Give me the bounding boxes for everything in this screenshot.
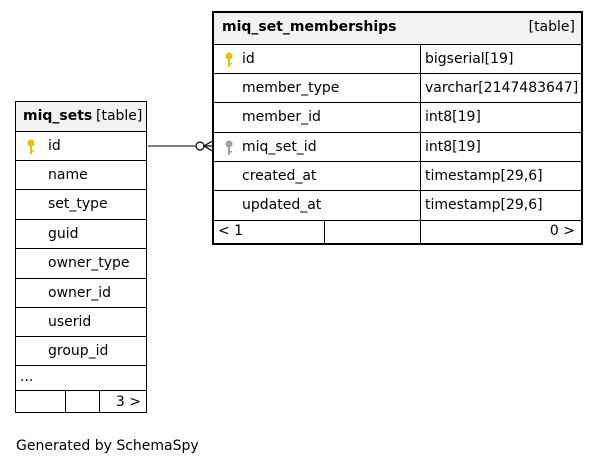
table-header: miq_sets [table] — [16, 102, 146, 131]
column-name: member_id — [242, 109, 321, 125]
column-row: member_id int8[19] — [214, 102, 581, 132]
column-name: created_at — [242, 168, 317, 184]
primary-key-icon — [26, 139, 36, 155]
column-type: timestamp[29,6] — [425, 168, 543, 184]
column-divider — [420, 133, 421, 161]
column-name: miq_set_id — [242, 139, 317, 155]
column-name: updated_at — [242, 197, 322, 213]
column-type: int8[19] — [425, 109, 481, 125]
primary-key-icon — [224, 52, 234, 68]
child-count: 3 > — [115, 394, 141, 410]
table-name: miq_sets — [23, 108, 93, 124]
column-type: timestamp[29,6] — [425, 197, 543, 213]
generated-by-caption: Generated by SchemaSpy — [16, 438, 199, 454]
column-divider — [420, 103, 421, 132]
column-row: guid — [16, 219, 146, 248]
column-row: owner_type — [16, 248, 146, 278]
column-row: miq_set_id int8[19] — [214, 132, 581, 161]
table-header: miq_set_memberships [table] — [214, 13, 581, 44]
column-name: userid — [48, 314, 92, 330]
zero-optional-marker — [195, 141, 205, 151]
column-row: name — [16, 160, 146, 189]
column-type: bigserial[19] — [425, 51, 514, 67]
column-row: userid — [16, 307, 146, 336]
table-miq-sets[interactable]: miq_sets [table] id name set_type guid o… — [15, 101, 147, 413]
column-name: owner_type — [48, 255, 130, 271]
column-row: owner_id — [16, 278, 146, 307]
column-row: id bigserial[19] — [214, 44, 581, 73]
table-footer: < 1 0 > — [214, 220, 581, 243]
column-row: updated_at timestamp[29,6] — [214, 190, 581, 220]
column-row: created_at timestamp[29,6] — [214, 161, 581, 190]
column-type: int8[19] — [425, 139, 481, 155]
table-name: miq_set_memberships — [222, 19, 397, 35]
column-name: id — [48, 138, 61, 154]
table-miq-set-memberships[interactable]: miq_set_memberships [table] id bigserial… — [212, 11, 583, 245]
column-row: group_id — [16, 336, 146, 365]
table-kind: [table] — [528, 19, 575, 35]
column-name: id — [242, 51, 255, 67]
foreign-key-icon — [224, 140, 234, 156]
more-columns-row: ... — [16, 365, 146, 390]
child-count: 0 > — [549, 223, 575, 239]
column-name: owner_id — [48, 285, 112, 301]
column-row: member_type varchar[2147483647] — [214, 73, 581, 102]
footer-divider — [420, 221, 421, 243]
column-divider — [420, 74, 421, 102]
column-divider — [420, 162, 421, 190]
column-name: name — [48, 167, 88, 183]
parent-count: < 1 — [218, 223, 244, 239]
column-type: varchar[2147483647] — [425, 80, 579, 96]
column-divider — [420, 45, 421, 73]
column-divider — [420, 191, 421, 220]
column-row: set_type — [16, 189, 146, 219]
more-columns-ellipsis: ... — [20, 369, 34, 385]
table-footer: 3 > — [16, 390, 146, 412]
column-row: id — [16, 131, 146, 160]
footer-divider — [324, 221, 325, 243]
table-kind: [table] — [96, 108, 143, 124]
column-name: group_id — [48, 343, 109, 359]
column-name: set_type — [48, 196, 108, 212]
column-name: member_type — [242, 80, 340, 96]
column-name: guid — [48, 226, 79, 242]
footer-divider — [99, 391, 100, 412]
footer-divider — [65, 391, 66, 412]
